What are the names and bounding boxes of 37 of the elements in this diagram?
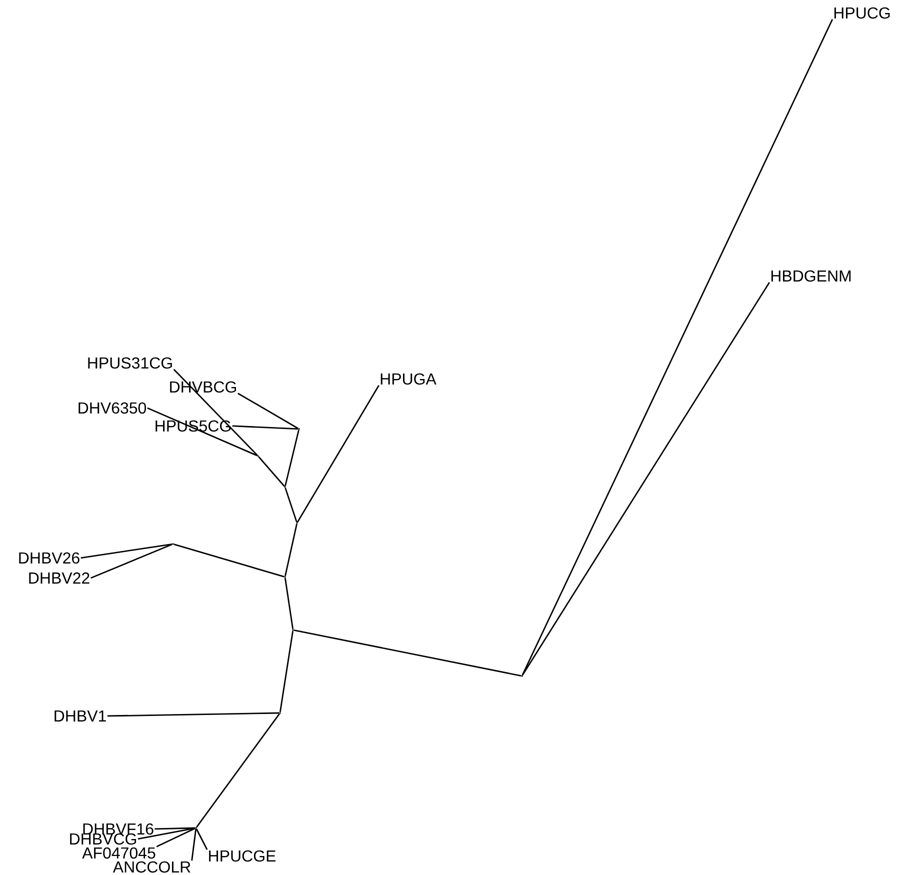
tree-branch (173, 368, 258, 456)
tree-branch (522, 19, 834, 676)
tree-branch (258, 456, 285, 487)
leaf-label: DHBV1 (54, 710, 106, 722)
leaf-label: HPUCGE (209, 850, 276, 862)
tree-branch (138, 827, 196, 840)
tree-branch (232, 425, 298, 430)
tree-branch (174, 544, 284, 578)
tree-branch (191, 828, 197, 861)
leaf-label: AF047045 (82, 847, 156, 859)
tree-branch (284, 430, 300, 486)
leaf-label: DHBVCG (70, 833, 136, 845)
tree-branch (238, 392, 298, 430)
tree-branch (279, 630, 294, 712)
tree-branch (294, 630, 522, 676)
leaf-label: DHV6350 (78, 402, 146, 414)
leaf-label: HPUS31CG (88, 357, 172, 369)
leaf-label: ANCCOLR (112, 861, 190, 873)
leaf-label: DHBV22 (29, 572, 90, 584)
tree-branch (284, 578, 294, 630)
leaf-label: DHBVF16 (83, 823, 154, 835)
tree-branch (196, 713, 280, 828)
tree-branch (284, 524, 298, 576)
tree-branch (284, 488, 298, 522)
tree-branch (156, 828, 196, 848)
tree-branch (196, 828, 208, 850)
leaf-label: HPUCG (834, 7, 890, 19)
leaf-label: HPUGA (380, 373, 436, 385)
tree-branch (154, 827, 196, 830)
tree-branch (296, 385, 380, 522)
leaf-label: DHBV26 (19, 552, 80, 564)
leaf-label: HBDGENM (771, 270, 851, 282)
tree-branch (90, 544, 172, 579)
tree-branch (522, 282, 770, 676)
tree-branch (80, 543, 172, 559)
tree-branch (147, 407, 258, 456)
tree-branch (107, 712, 280, 717)
